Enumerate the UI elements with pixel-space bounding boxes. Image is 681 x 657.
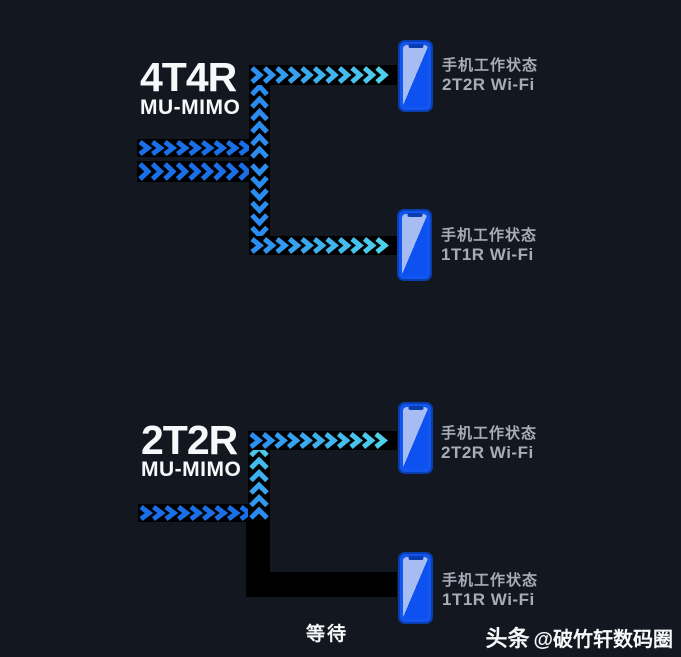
phone-screen	[403, 557, 428, 619]
phone-status-label: 手机工作状态 2T2R Wi-Fi	[441, 424, 537, 462]
watermark: 头条@破竹轩数码圈	[485, 621, 673, 653]
phone-status-line2: 2T2R Wi-Fi	[442, 75, 535, 94]
tx-stream-2-icon	[137, 161, 253, 182]
phone-notch-icon	[408, 556, 423, 560]
section-subtitle-2t2r: MU-MIMO	[141, 458, 242, 481]
waiting-label: 等待	[306, 624, 349, 645]
phone-screen	[402, 214, 427, 276]
phone-status-line1: 手机工作状态	[442, 57, 539, 74]
phone-icon	[398, 552, 433, 624]
phone-status-line2: 1T1R Wi-Fi	[441, 245, 534, 264]
branch-to-phone1-icon	[249, 65, 397, 85]
phone-status-label: 手机工作状态 1T1R Wi-Fi	[441, 226, 537, 264]
section-title-2t2r: 2T2R	[141, 417, 238, 463]
phone-icon	[398, 402, 433, 474]
phone-notch-icon	[407, 213, 422, 217]
watermark-handle: @破竹轩数码圈	[533, 629, 673, 651]
tx-stream-icon	[138, 504, 252, 522]
phone-screen	[403, 45, 428, 107]
phone-screen	[403, 407, 428, 469]
phone-status-line1: 手机工作状态	[441, 425, 538, 442]
phone-status-line1: 手机工作状态	[442, 572, 539, 589]
phone-notch-icon	[408, 44, 423, 48]
phone-notch-icon	[408, 406, 423, 410]
split-up-stream-icon	[249, 67, 270, 161]
phone-icon	[398, 40, 433, 112]
section-subtitle-4t4r: MU-MIMO	[140, 96, 241, 119]
watermark-brand: 头条	[485, 626, 530, 651]
branch-to-phone3-icon	[248, 431, 397, 450]
phone-status-line2: 1T1R Wi-Fi	[442, 590, 535, 609]
branch-to-phone2-icon	[249, 236, 397, 255]
waiting-path-horizontal	[246, 572, 397, 597]
phone-status-line2: 2T2R Wi-Fi	[441, 443, 534, 462]
phone-status-label: 手机工作状态 1T1R Wi-Fi	[442, 571, 538, 609]
split-down-stream-icon	[249, 161, 270, 252]
phone-status-label: 手机工作状态 2T2R Wi-Fi	[442, 56, 538, 94]
tx-stream-1-icon	[137, 139, 253, 157]
phone-status-line1: 手机工作状态	[441, 227, 538, 244]
split-up-stream-icon	[248, 432, 270, 522]
phone-icon	[397, 209, 432, 281]
section-title-4t4r: 4T4R	[140, 54, 237, 100]
